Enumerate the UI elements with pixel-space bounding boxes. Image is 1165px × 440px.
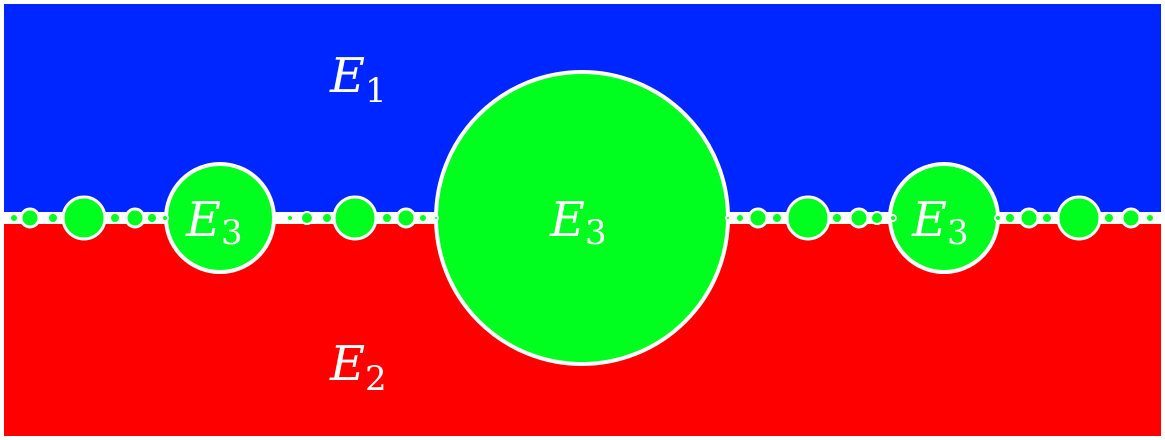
disk-tiny [994, 214, 1002, 222]
disk-tiny [1103, 212, 1115, 224]
disk-tiny [433, 215, 439, 221]
disk-medium [332, 195, 378, 241]
disk-tiny [146, 212, 158, 224]
disk-tiny [161, 214, 169, 222]
disk-small [19, 207, 41, 229]
disk-medium [61, 195, 107, 241]
disk-tiny [9, 213, 19, 223]
disk-tiny [381, 212, 393, 224]
disk-tiny [321, 212, 333, 224]
label-e3-center: E3 [549, 192, 607, 253]
disk-tiny [889, 214, 897, 222]
disk-tiny [418, 213, 428, 223]
disk-tiny [735, 213, 745, 223]
disk-small [395, 207, 417, 229]
disk-tiny [870, 211, 884, 225]
disk-small [848, 207, 870, 229]
label-e2: E2 [329, 336, 387, 399]
disk-chain [9, 70, 1155, 366]
disk-small [1120, 207, 1142, 229]
disk-tiny [725, 215, 731, 221]
disk-tiny [831, 212, 843, 224]
disk-tiny [300, 211, 314, 225]
label-e3-left: E3 [185, 192, 243, 253]
label-e3-right: E3 [911, 192, 969, 253]
disk-tiny [771, 212, 783, 224]
disk-small [1018, 207, 1040, 229]
disk-tiny [1041, 212, 1053, 224]
disk-tiny [1004, 212, 1016, 224]
disk-tiny [109, 212, 121, 224]
label-e1: E1 [329, 48, 387, 111]
disk-medium [785, 195, 831, 241]
disk-tiny [47, 212, 59, 224]
disk-tiny [1145, 213, 1155, 223]
disk-tiny [286, 214, 294, 222]
disk-medium [1056, 195, 1102, 241]
disk-small [124, 207, 146, 229]
disk-small [747, 207, 769, 229]
